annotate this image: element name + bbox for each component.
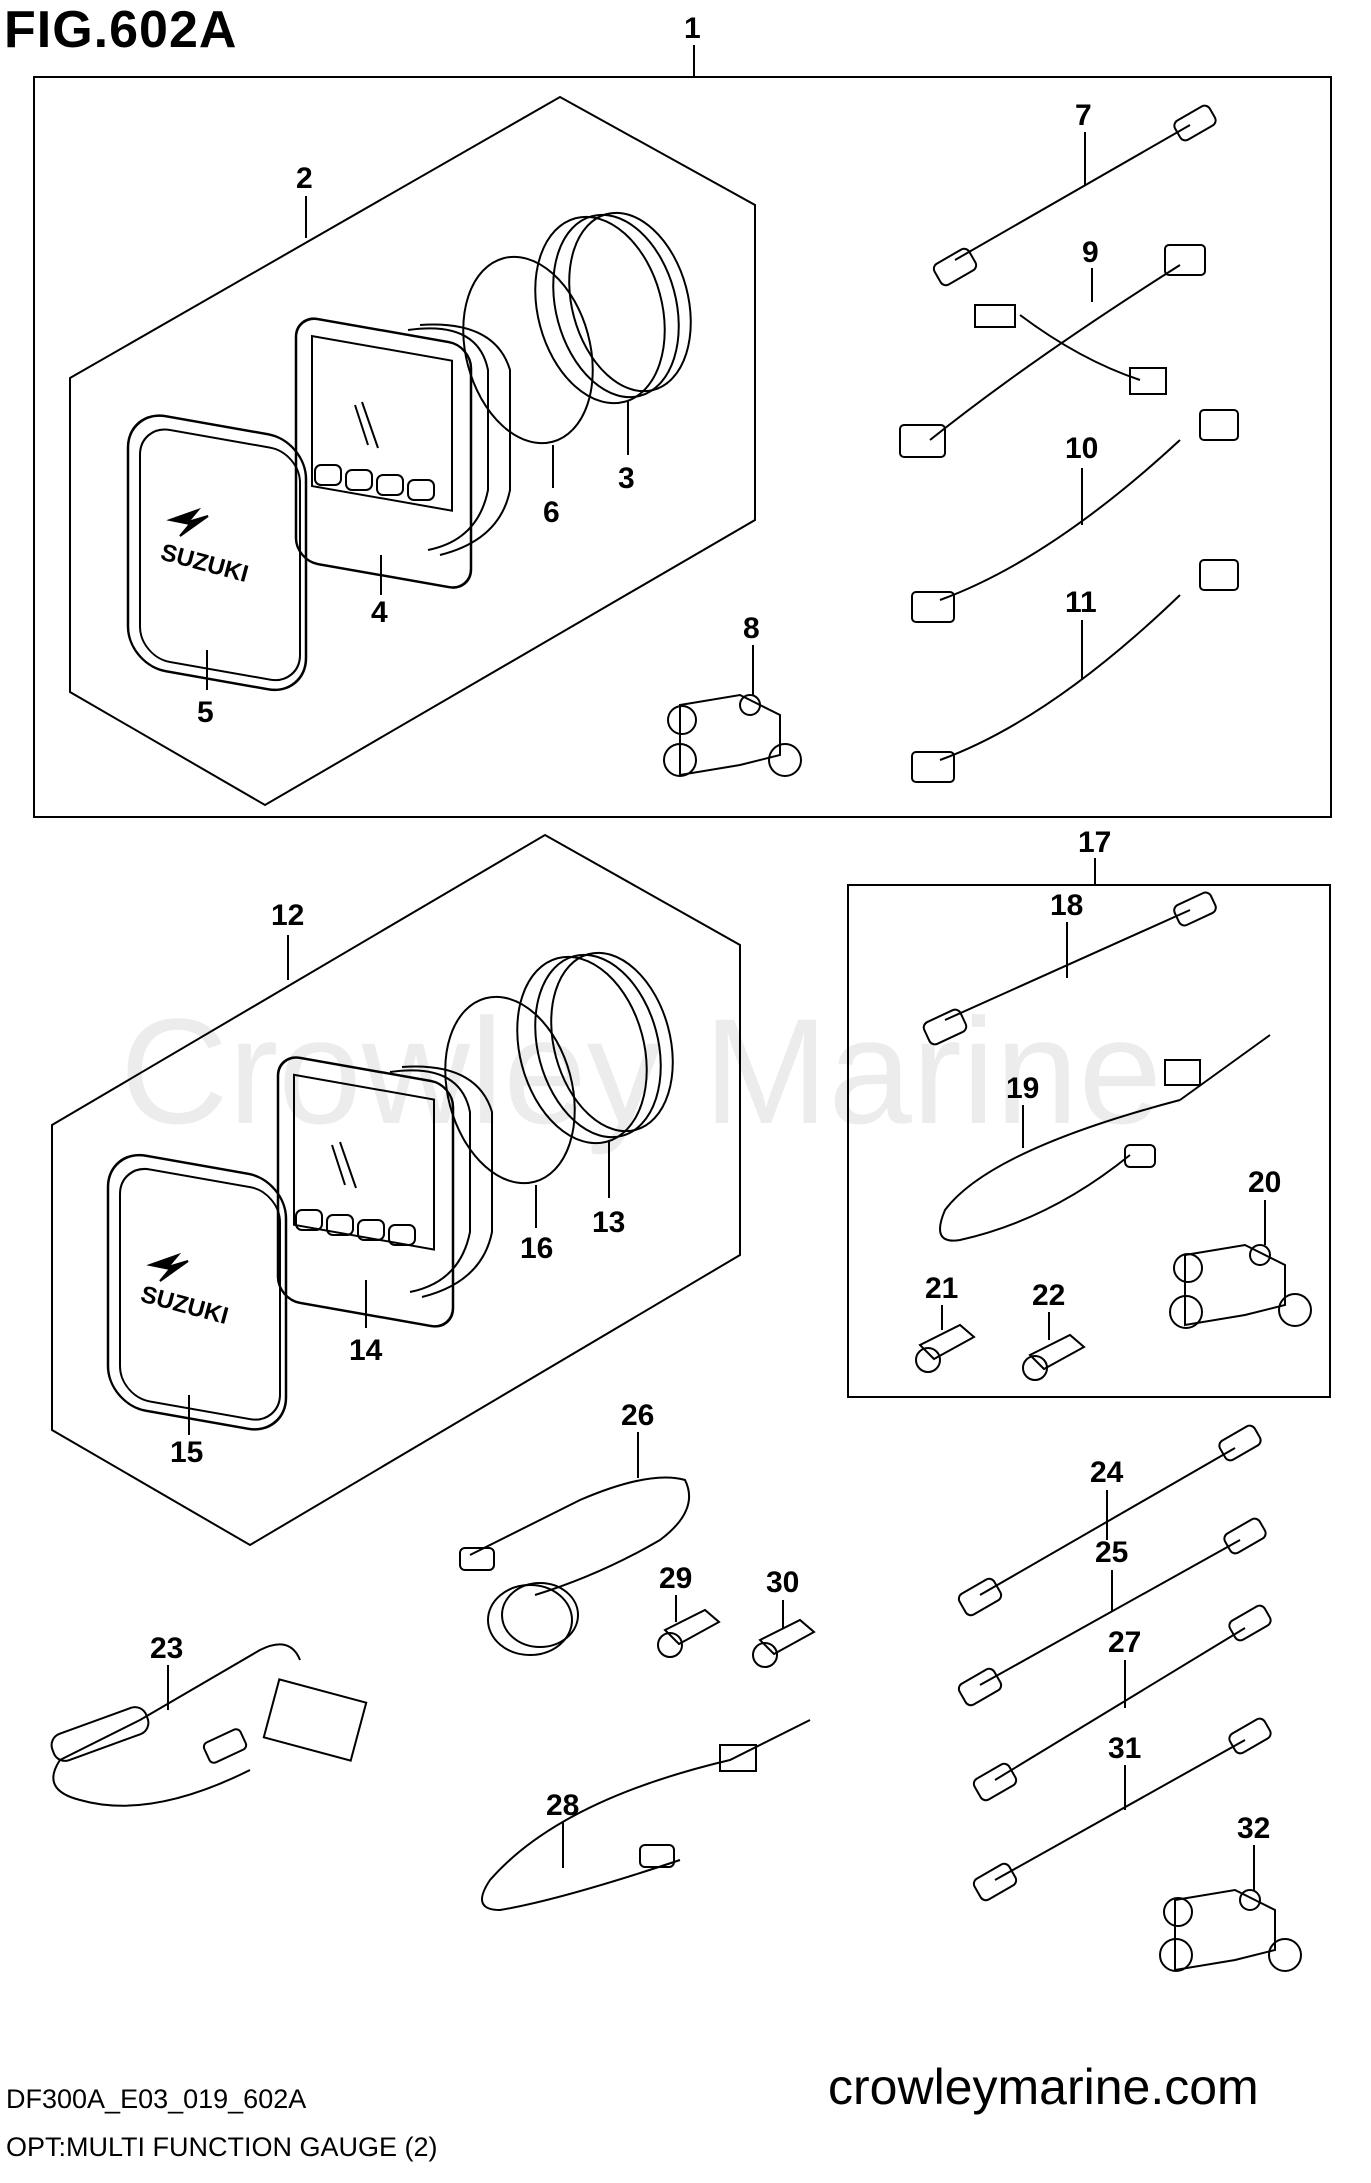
callout-8: 8 [743,612,760,645]
website-link[interactable]: crowleymarine.com [828,2059,1259,2115]
callout-1: 1 [684,12,701,45]
callout-25: 25 [1095,1536,1128,1569]
callout-13: 13 [592,1206,625,1239]
kit-12-frame [51,833,741,1547]
sensor-26 [459,1476,690,1656]
callout-17: 17 [1078,826,1111,859]
callout-29: 29 [659,1562,692,1595]
callout-23: 23 [150,1632,183,1665]
cable-11 [911,559,1239,783]
bezel-15 [106,1153,288,1431]
kit-1-frame [33,76,1332,818]
gauge-4 [294,317,511,589]
callout-28: 28 [546,1789,579,1822]
cable-23 [50,1643,368,1807]
callout-10: 10 [1065,432,1098,465]
callout-9: 9 [1082,236,1099,269]
cable-24 [957,1424,1262,1617]
terminator-30 [752,1618,816,1668]
cable-28 [481,1719,811,1912]
callout-19: 19 [1006,1072,1039,1105]
callout-20: 20 [1248,1166,1281,1199]
terminator-22 [1022,1333,1086,1381]
callout-18: 18 [1050,889,1083,922]
callout-30: 30 [766,1566,799,1599]
o-ring-16 [444,995,576,1185]
callout-22: 22 [1032,1279,1065,1312]
terminator-29 [657,1608,721,1658]
callout-2: 2 [296,162,313,195]
callout-12: 12 [271,899,304,932]
t-connector-32 [1159,1888,1302,1972]
callout-14: 14 [349,1334,383,1367]
callout-6: 6 [543,496,560,529]
nut-13 [516,951,674,1145]
callout-7: 7 [1075,99,1092,132]
callout-21: 21 [925,1272,958,1305]
callout-26: 26 [621,1399,654,1432]
bezel-5-brand: SUZUKI [158,539,251,588]
kit-2-frame [69,95,756,807]
figure-description: OPT:MULTI FUNCTION GAUGE (2) [6,2132,438,2162]
callout-15: 15 [170,1436,203,1469]
callout-4: 4 [371,596,388,629]
nut-3 [534,211,692,405]
gauge-14 [276,1056,493,1328]
bezel-15-brand: SUZUKI [138,1281,231,1330]
callout-3: 3 [618,462,635,495]
t-connector-8 [663,693,802,777]
callout-16: 16 [520,1232,553,1265]
cable-27 [972,1604,1272,1802]
callout-11: 11 [1065,586,1097,619]
figure-code: DF300A_E03_019_602A [6,2084,307,2114]
terminator-21 [915,1323,976,1373]
callout-31: 31 [1108,1732,1141,1765]
callout-32: 32 [1237,1812,1270,1845]
bezel-5 [126,414,308,692]
kit-17-frame [847,884,1331,1398]
harness-9 [899,244,1206,458]
callout-24: 24 [1090,1456,1124,1489]
cable-7 [932,104,1217,287]
o-ring-6 [462,255,594,445]
cable-10 [911,409,1239,623]
cable-19 [939,1034,1271,1242]
cable-31 [972,1717,1272,1902]
t-connector-20 [1169,1243,1312,1329]
figure-title: FIG.602A [4,1,238,59]
callout-27: 27 [1108,1626,1141,1659]
cable-25 [957,1517,1267,1707]
callout-5: 5 [197,696,214,729]
